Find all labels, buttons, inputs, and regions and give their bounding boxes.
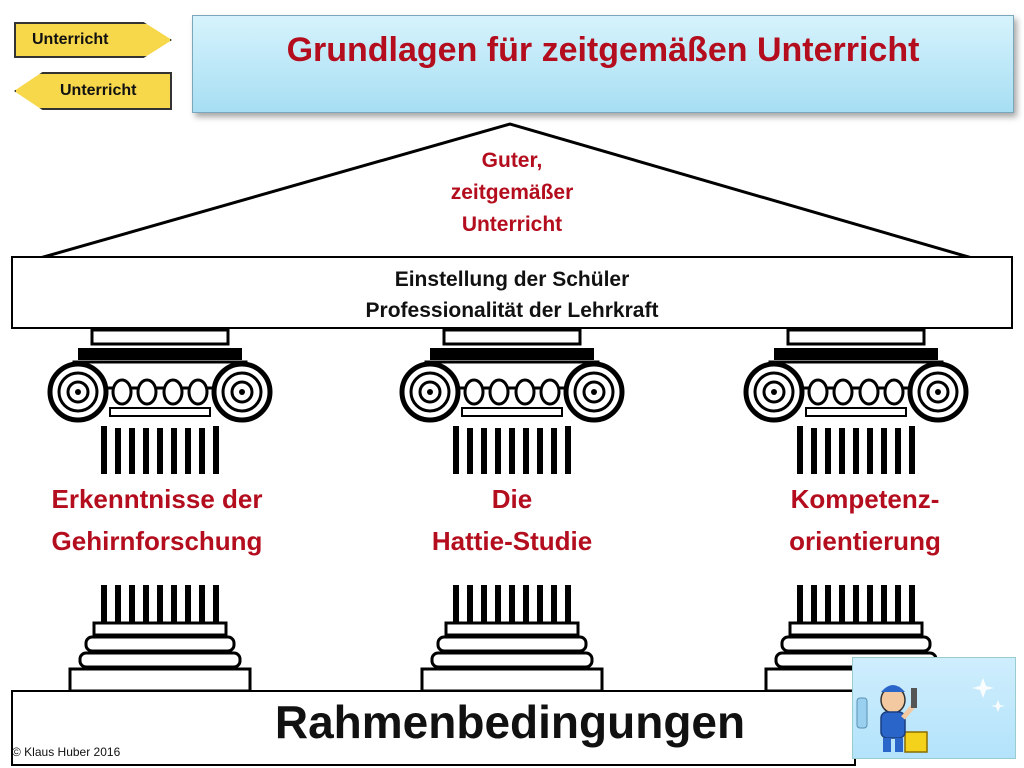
pillar-label-line: Kompetenz- — [790, 484, 940, 514]
beam-line: Einstellung der Schüler — [394, 268, 630, 291]
title-box: Grundlagen für zeitgemäßen Unterricht — [192, 15, 1014, 113]
roof-line: Guter, — [481, 149, 543, 172]
foundation-box — [11, 690, 856, 766]
column-capital-left — [50, 330, 270, 474]
roof-label: Guter, zeitgemäßer Unterricht — [412, 145, 612, 241]
column-capital-right — [746, 330, 966, 474]
direction-sign-right: Unterricht — [14, 22, 172, 58]
roof-outline — [39, 122, 973, 260]
sign-label: Unterricht — [60, 82, 137, 99]
pillar-label-line: Die — [491, 484, 533, 514]
column-base-left — [70, 585, 250, 691]
pillar-label-line: Hattie-Studie — [431, 526, 593, 556]
pillar-label-line: Gehirnforschung — [51, 526, 263, 556]
pillar-label-line: orientierung — [789, 526, 941, 556]
roof-line: Unterricht — [461, 213, 563, 236]
pillar-label-middle: Die Hattie-Studie — [392, 478, 632, 562]
copyright-note: © Klaus Huber 2016 — [12, 745, 121, 759]
column-capital-middle — [402, 330, 622, 474]
pillar-label-line: Erkenntnisse der — [51, 484, 263, 514]
pillar-label-left: Erkenntnisse der Gehirnforschung — [22, 478, 292, 562]
column-base-middle — [422, 585, 602, 691]
pillar-label-right: Kompetenz- orientierung — [740, 478, 990, 562]
cleaner-cartoon-image — [852, 657, 1016, 759]
window-cleaner-icon — [856, 678, 1005, 753]
sign-label: Unterricht — [32, 31, 109, 48]
roof-line: zeitgemäßer — [450, 181, 574, 204]
page-title: Grundlagen für zeitgemäßen Unterricht — [286, 30, 920, 69]
foundation-label: Rahmenbedingungen — [274, 696, 746, 748]
architrave-beam: Einstellung der Schüler Professionalität… — [11, 256, 1013, 329]
beam-line: Professionalität der Lehrkraft — [365, 299, 659, 322]
direction-sign-left: Unterricht — [14, 72, 172, 110]
